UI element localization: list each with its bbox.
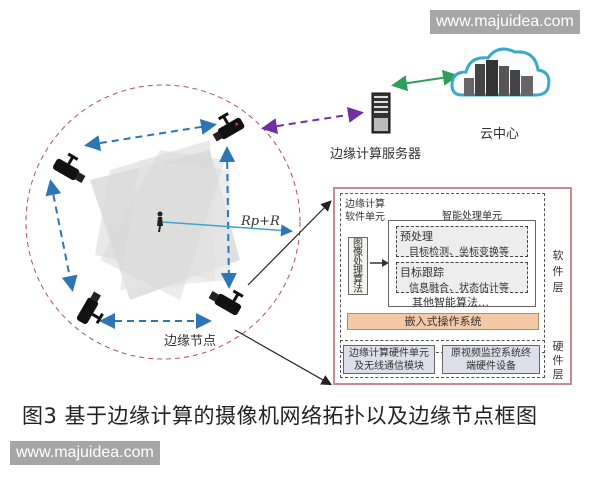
arrow-to-smart-unit xyxy=(370,259,389,267)
cloud-label: 云中心 xyxy=(480,127,520,142)
other-algorithms: 其他智能算法… xyxy=(412,296,489,309)
hw-unit-line2: 及无线通信模块 xyxy=(354,361,424,372)
hw-unit-line1: 边缘计算硬件单元 xyxy=(349,348,429,359)
coverage-circle xyxy=(25,84,301,360)
edge-node-label: 边缘节点 xyxy=(164,334,217,349)
hardware-layer-label: 硬件层 xyxy=(552,340,564,381)
video-hw-line1: 原视频监控系统终 xyxy=(451,348,531,359)
software-unit-label-line2: 软件单元 xyxy=(345,212,385,223)
network-topology-graphic xyxy=(25,47,551,386)
camera-icon-bottom-left xyxy=(76,291,104,325)
preprocess-detail: 目标检测、坐标变换等 xyxy=(409,247,509,258)
image-algo-label: 图像处理算法 xyxy=(353,239,363,295)
software-layer-label: 软件层 xyxy=(552,249,564,294)
tracking-detail: 信息融合、状态估计等 xyxy=(409,283,509,294)
camera-icon-top-right xyxy=(212,112,245,142)
image-algo-box: 图像处理算法 xyxy=(348,237,368,295)
radius-label: Rp+R xyxy=(241,214,280,229)
camera-icon-left xyxy=(52,152,86,183)
watermark-top-right: www.majuidea.com xyxy=(430,10,580,34)
software-unit-label-line1: 边缘计算 xyxy=(345,199,385,210)
cloud-icon xyxy=(450,47,551,97)
camera-icon-bottom-right xyxy=(208,289,244,316)
tracking-title: 目标跟踪 xyxy=(400,266,444,279)
edge-hardware-unit: 边缘计算硬件单元 及无线通信模块 xyxy=(343,345,435,374)
person-icon xyxy=(157,211,163,232)
smart-unit-title: 智能处理单元 xyxy=(442,211,502,222)
video-terminal-hardware: 原视频监控系统终 端硬件设备 xyxy=(442,345,540,374)
embedded-os-bar: 嵌入式操作系统 xyxy=(347,313,539,330)
server-icon xyxy=(371,92,391,134)
figure-caption: 图3 基于边缘计算的摄像机网络拓扑以及边缘节点框图 xyxy=(22,404,538,428)
watermark-bottom-left: www.majuidea.com xyxy=(10,441,160,465)
preprocess-title: 预处理 xyxy=(400,230,433,243)
hardware-layer-boundary xyxy=(340,340,545,378)
video-hw-line2: 端硬件设备 xyxy=(466,361,516,372)
tracking-module: 目标跟踪 信息融合、状态估计等 xyxy=(396,262,528,294)
server-label: 边缘计算服务器 xyxy=(330,147,422,162)
camera-coverage-area xyxy=(90,140,240,300)
preprocess-module: 预处理 目标检测、坐标变换等 xyxy=(396,226,528,258)
